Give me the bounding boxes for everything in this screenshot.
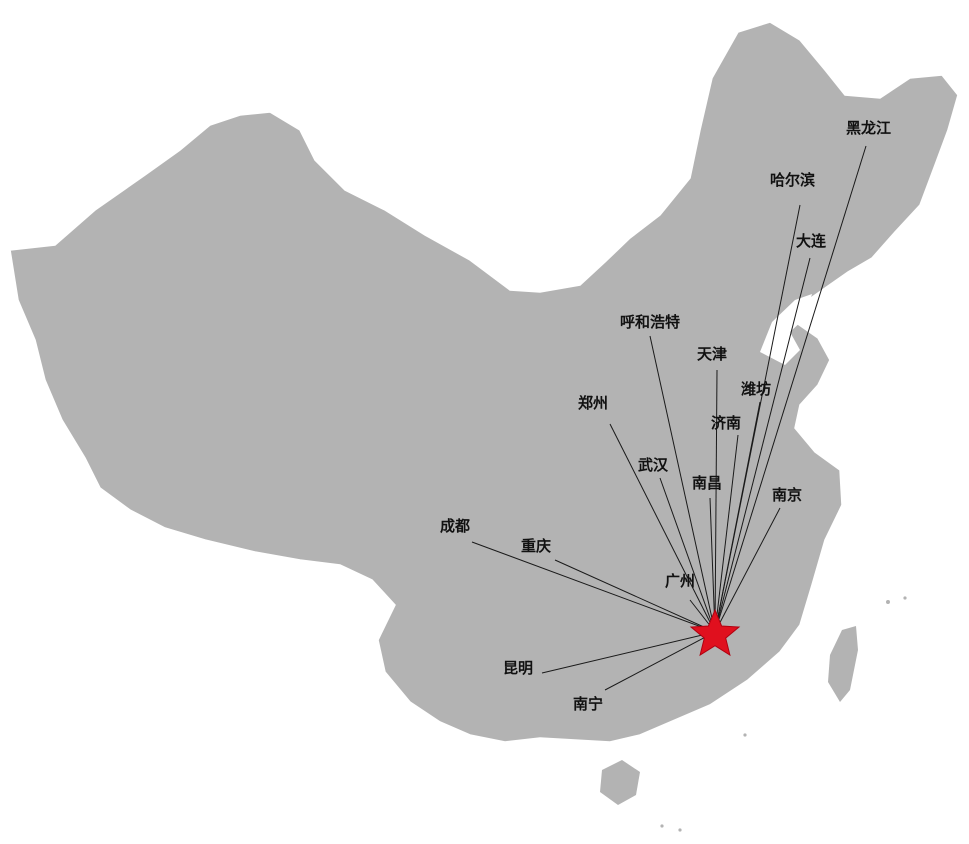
city-label-haerbin: 哈尔滨 <box>770 171 815 189</box>
city-label-nanning: 南宁 <box>573 695 603 713</box>
island-dot <box>660 824 664 828</box>
city-label-tianjin: 天津 <box>697 345 727 363</box>
bohai-sea-shape <box>760 294 812 365</box>
china-mainland-shape <box>9 21 959 743</box>
island-dot <box>886 600 890 604</box>
city-label-chengdu: 成都 <box>440 517 470 535</box>
route-chengdu <box>471 541 716 633</box>
city-label-jinan: 济南 <box>711 414 741 432</box>
city-label-huhehaote: 呼和浩特 <box>620 313 680 331</box>
city-label-dalian: 大连 <box>796 232 827 250</box>
route-chongqing <box>554 559 716 633</box>
route-nanchang <box>709 497 716 633</box>
city-label-nanchang: 南昌 <box>692 474 722 492</box>
city-label-guangzhou: 广州 <box>665 572 695 590</box>
route-dalian <box>714 257 811 633</box>
island-dot <box>903 596 907 600</box>
city-label-kunming: 昆明 <box>503 659 533 677</box>
island-dot <box>678 828 682 832</box>
city-label-wuhan: 武汉 <box>638 456 669 474</box>
route-zhengzhou <box>609 423 716 633</box>
city-label-weifang: 潍坊 <box>741 380 771 398</box>
city-label-zhengzhou: 郑州 <box>578 394 608 412</box>
route-tianjin <box>714 369 718 633</box>
city-label-chongqing: 重庆 <box>521 537 551 555</box>
city-label-heilongjiang: 黑龙江 <box>846 119 891 137</box>
route-nanjing <box>714 507 781 633</box>
route-heilongjiang <box>714 145 867 633</box>
city-label-nanjing: 南京 <box>772 486 802 504</box>
route-jinan <box>714 434 739 633</box>
route-kunming <box>541 631 716 674</box>
hub-star-icon <box>689 608 741 657</box>
route-wuhan <box>659 477 716 633</box>
route-huhehaote <box>649 335 716 633</box>
taiwan-island-shape <box>828 626 858 702</box>
island-dot <box>743 733 747 737</box>
route-lines <box>471 145 867 691</box>
route-nanning <box>604 631 716 691</box>
hainan-island-shape <box>600 760 640 805</box>
route-weifang <box>714 401 761 633</box>
city-labels: 黑龙江 哈尔滨 大连 呼和浩特 天津 潍坊 郑州 济南 武汉 南昌 南京 成都 … <box>440 119 891 713</box>
